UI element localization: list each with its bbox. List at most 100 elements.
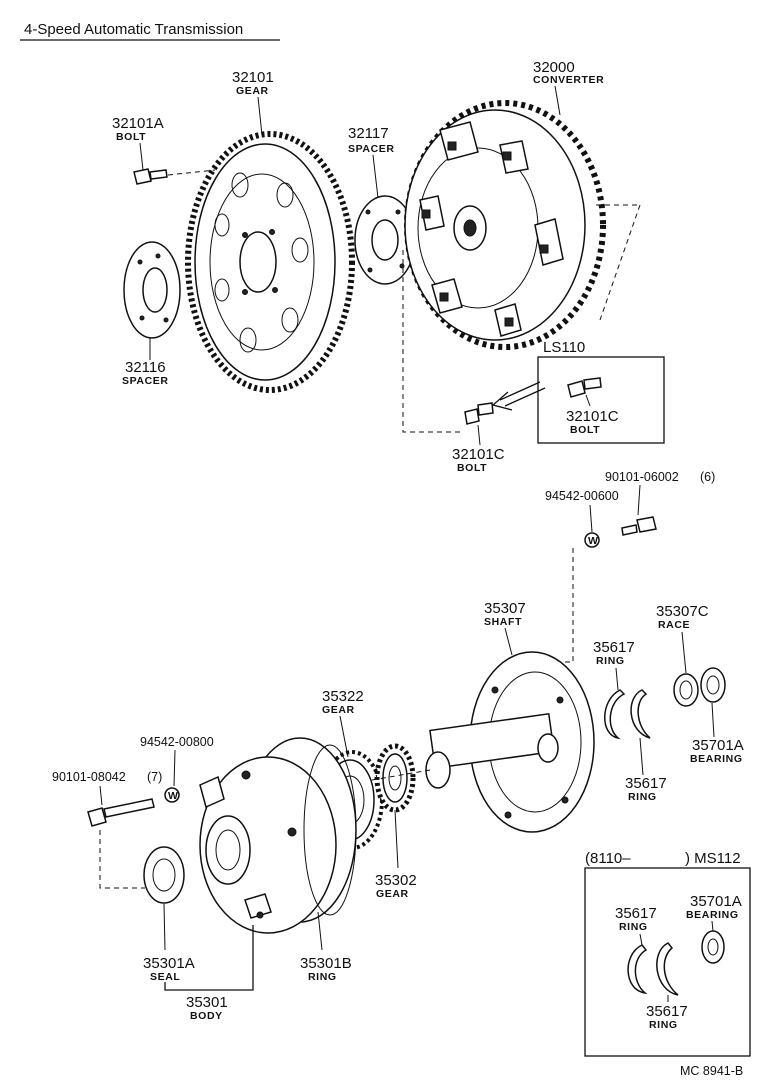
drive-plate-gear [185,131,355,393]
inset-bearing-35701a [701,930,725,964]
leader-35302 [394,809,399,869]
inset-label-35617a-name: RING [619,921,648,933]
label-35617b-name: RING [628,791,657,803]
label-32000-name: CONVERTER [533,74,604,86]
inset-label-32101c-number: 32101C [566,408,619,425]
bolt-32101c [464,402,494,425]
inset-label-35617b-name: RING [649,1019,678,1031]
inset-label-35701a-number: 35701A [690,893,742,910]
spacer-32117 [354,195,416,285]
label-35301a-name: SEAL [150,971,180,983]
o-ring-35301b [303,744,357,916]
label-35301-name: BODY [190,1010,223,1022]
bolt-32101a [133,168,168,185]
leader-35307c [681,631,687,674]
dash-seal [99,830,145,889]
label-35307c-number: 35307C [656,603,709,620]
leader-35701a [711,702,715,738]
inset-arrow-head [491,391,513,411]
inset-leader-35617a [639,933,643,946]
inset-arrow-line-2 [504,387,546,407]
leader-90101-08042 [99,785,103,806]
label-35617a-name: RING [596,655,625,667]
label-94542-00600-number: 94542-00600 [545,489,619,503]
label-32117-name: SPACER [348,143,395,155]
label-35301a-number: 35301A [143,955,195,972]
dash-32101a [167,169,216,176]
washer-mark-800: W [168,790,179,802]
stator-shaft [425,651,595,833]
inset-label-35701a-name: BEARING [686,909,739,921]
dash-shaft-bolt [548,548,574,663]
ring-35617-left [604,689,626,740]
label-35301-number: 35301 [186,994,228,1011]
leader-32000 [554,85,561,116]
pump-body [199,737,357,934]
label-35701a-name: BEARING [690,753,743,765]
dash-32101c [402,250,462,433]
label-35617a-number: 35617 [593,639,635,656]
leader-35307 [504,627,513,656]
diagram-title: 4-Speed Automatic Transmission [24,21,243,38]
inset-bolt-32101c [567,377,602,398]
leader-32101a [139,142,144,171]
dash-converter-b [599,204,641,321]
label-32000-number: 32000 [533,59,575,76]
label-90101-08042-qty: (7) [147,770,162,784]
inset-ls110-frame [537,356,665,444]
washer-mark-600: W [588,535,599,547]
washer-94542-00600 [584,532,600,548]
label-32117-number: 32117 [348,125,389,142]
inset-leader-35701a [711,920,714,932]
bolt-90101-06002 [621,516,657,536]
leader-35301a [163,903,166,951]
label-35307-name: SHAFT [484,616,522,628]
label-35322-name: GEAR [322,704,355,716]
leader-90101-06002 [637,484,641,516]
label-35307c-name: RACE [658,619,690,631]
inset-arrow-line [499,381,541,401]
label-35301b-name: RING [308,971,337,983]
inset-label-35617a-number: 35617 [615,905,657,922]
leader-94542-00600 [589,504,593,533]
label-32101-name: GEAR [236,85,269,97]
label-35701a-number: 35701A [692,737,744,754]
label-32101a-number: 32101A [112,115,164,132]
inset-ring-35617-right [656,942,679,996]
inset-ms112-frame [584,867,751,1057]
label-94542-00800-number: 94542-00800 [140,735,214,749]
label-32116-name: SPACER [122,375,169,387]
label-35302-name: GEAR [376,888,409,900]
label-32101-number: 32101 [232,69,274,86]
label-35302-number: 35302 [375,872,417,889]
leader-35301b [317,911,323,951]
label-32101a-name: BOLT [116,131,146,143]
leader-94542-00800 [173,749,176,787]
label-32101c-name: BOLT [457,462,487,474]
inset-label-32101c-name: BOLT [570,424,600,436]
label-35301b-number: 35301B [300,955,352,972]
leader-32101c [477,424,481,446]
label-90101-06002-qty: (6) [700,470,715,484]
leader-35322 [339,715,349,758]
leader-32101 [257,96,263,136]
label-35322-number: 35322 [322,688,364,705]
leader-35617b [639,737,644,776]
bearing-35701a [700,667,726,703]
spacer-32116 [123,241,181,339]
label-90101-06002-number: 90101-06002 [605,470,679,484]
dash-gear-shaft [371,769,431,781]
inset-leader-32101c [585,394,591,407]
torque-converter [404,100,606,350]
figure-code: MC 8941-B [680,1064,743,1078]
drive-gear-35302 [374,743,416,813]
seal-35301a [143,846,185,904]
washer-94542-00800 [164,787,180,803]
leader-35617a [615,667,619,691]
ring-35617-right [630,689,651,739]
bolt-90101-08042 [87,798,155,827]
leader-32117 [372,154,379,199]
label-90101-08042-number: 90101-08042 [52,770,126,784]
